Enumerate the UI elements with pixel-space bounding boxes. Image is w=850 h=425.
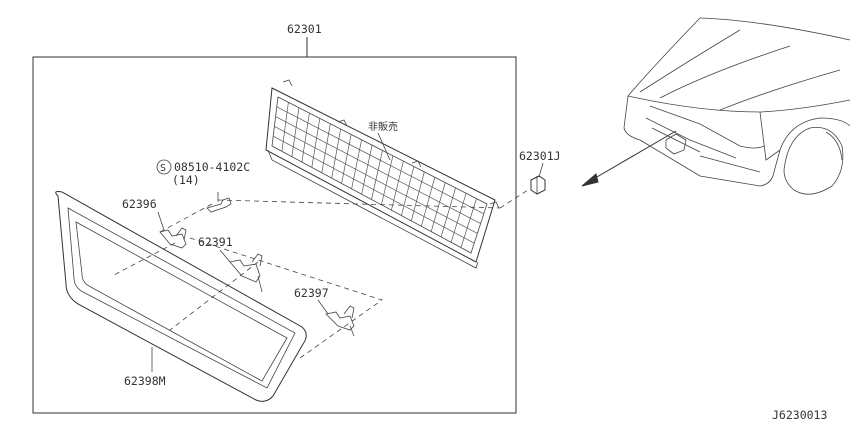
assembly-dashed-lines — [111, 189, 529, 359]
grille-mesh-line — [440, 187, 456, 237]
clip-right-part — [325, 305, 355, 337]
vehicle-front-illustration — [623, 17, 850, 195]
grille-mesh-line — [450, 193, 467, 243]
label-bolt-qty: (14) — [172, 173, 200, 187]
grille-mesh-line — [420, 177, 436, 227]
grille-frame — [55, 191, 307, 402]
grille-insert — [265, 79, 500, 269]
grille-mesh-line — [291, 107, 300, 157]
label-bolt-symbol: S — [160, 163, 166, 174]
clip-center-part — [229, 253, 263, 293]
grille-mesh-line — [331, 129, 342, 179]
grille-mesh-line — [430, 182, 446, 232]
bolt-symbol-circle — [156, 159, 172, 175]
bolt-part — [206, 192, 232, 213]
grille-mesh-line — [381, 155, 394, 205]
grille-mesh-line — [460, 198, 477, 248]
grille-mesh-line — [391, 161, 404, 211]
grille-mesh-line — [321, 123, 331, 173]
location-arrow — [581, 130, 677, 187]
clip-j-part — [530, 175, 546, 195]
clip-left-leader — [157, 211, 165, 231]
clip-j-leader — [538, 162, 544, 178]
label-clip-left: 62396 — [122, 197, 157, 211]
grille-mesh-line — [274, 126, 478, 234]
grille-mesh-line — [273, 135, 475, 244]
grille-mesh-line — [401, 166, 415, 216]
grille-mesh-line — [410, 171, 425, 221]
label-assembly-part: 62301 — [287, 22, 322, 36]
not-sold-leader — [377, 132, 391, 161]
grille-mesh-line — [371, 150, 383, 200]
label-not-sold: 非販売 — [368, 120, 398, 133]
grille-mesh-line — [361, 145, 373, 195]
label-clip-right: 62397 — [294, 286, 329, 300]
assembly-box — [32, 56, 517, 414]
clip-right-leader — [317, 299, 329, 315]
grille-mesh-line — [311, 118, 321, 168]
grille-mesh-line — [281, 102, 289, 152]
grille-mesh-line — [351, 139, 362, 189]
drawing-number: J6230013 — [772, 408, 827, 422]
grille-mesh-line — [341, 134, 352, 184]
grille-mesh-line — [275, 116, 481, 224]
label-clip-center: 62391 — [198, 235, 233, 249]
clip-center-leader — [219, 249, 231, 263]
label-clip-j: 62301J — [519, 149, 561, 163]
clip-left-part — [159, 227, 187, 249]
grille-mesh-line — [276, 106, 484, 215]
grille-mesh-line — [301, 112, 310, 163]
label-frame: 62398M — [124, 374, 166, 388]
label-bolt: 08510-4102C — [174, 160, 250, 174]
